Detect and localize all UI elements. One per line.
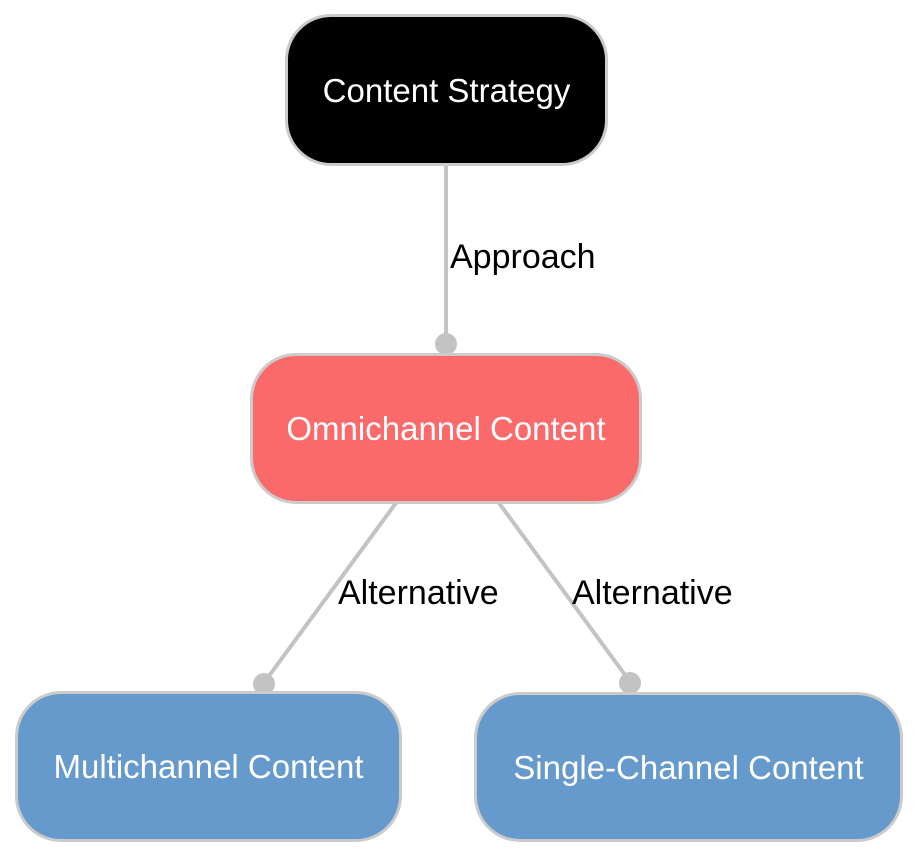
edge-alternative-right-line [497, 501, 630, 681]
node-content-strategy[interactable]: Content Strategy [285, 14, 608, 166]
edge-approach-endpoint-dot [435, 333, 457, 355]
node-content-strategy-label: Content Strategy [322, 71, 571, 109]
node-single-channel-content[interactable]: Single-Channel Content [474, 692, 903, 842]
edge-alternative-left-endpoint-dot [253, 673, 275, 695]
node-omnichannel-content[interactable]: Omnichannel Content [250, 353, 642, 504]
edge-alternative-right-endpoint-dot [619, 672, 641, 694]
node-multichannel-content-label: Multichannel Content [53, 748, 364, 785]
node-multichannel-content[interactable]: Multichannel Content [15, 691, 402, 842]
edge-alternative-left-line [264, 501, 398, 682]
node-single-channel-content-label: Single-Channel Content [513, 748, 864, 786]
edge-label-alternative-left: Alternative [338, 574, 499, 612]
edge-label-alternative-right: Alternative [572, 574, 733, 612]
node-omnichannel-content-label: Omnichannel Content [286, 410, 606, 447]
edge-label-approach: Approach [450, 238, 596, 276]
